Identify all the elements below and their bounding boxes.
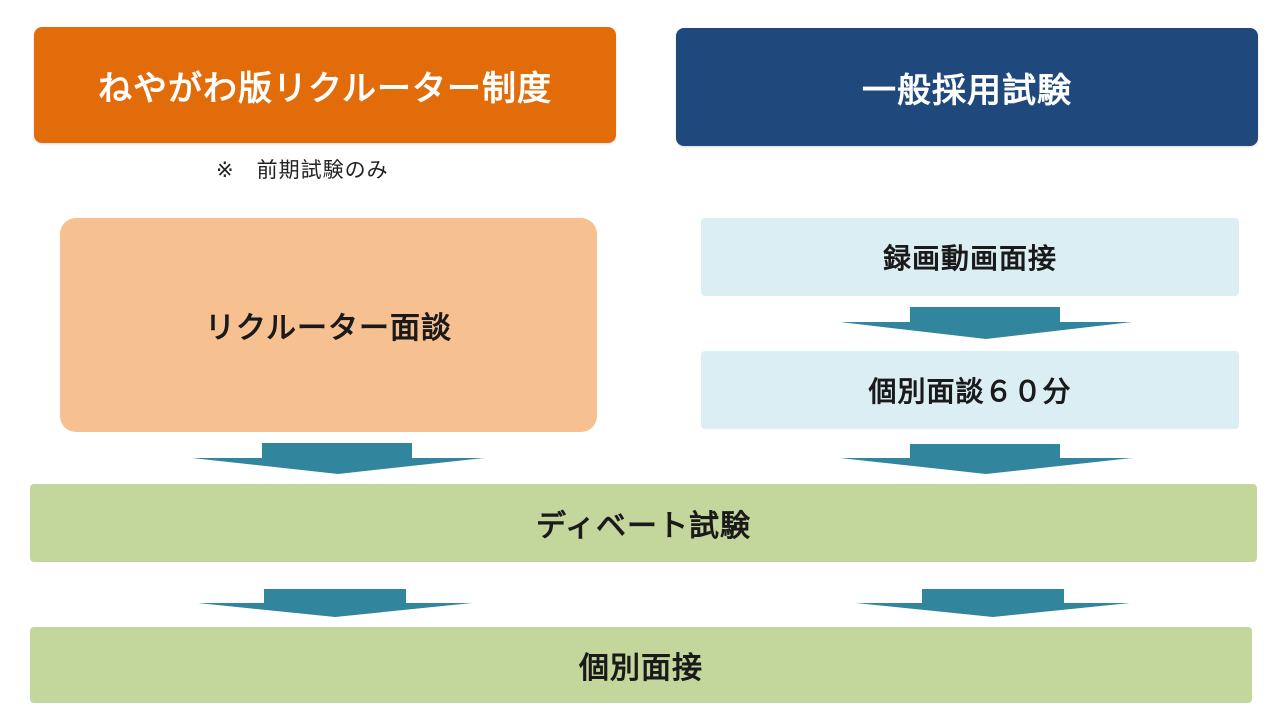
arrow-debate-to-final-left (198, 589, 472, 617)
arrow-recruiter-to-debate (192, 443, 484, 474)
arrow-video-to-talk (840, 307, 1132, 339)
first-term-note: ※ 前期試験のみ (216, 158, 389, 182)
individual-talk-box: 個別面談６０分 (701, 351, 1239, 429)
recruiter-system-header: ねやがわ版リクルーター制度 (34, 27, 616, 143)
recruiter-interview-box: リクルーター面談 (60, 218, 597, 432)
individual-interview-box: 個別面接 (30, 627, 1252, 703)
video-interview-box: 録画動画面接 (701, 218, 1239, 296)
arrow-talk-to-debate (840, 444, 1132, 474)
arrow-debate-to-final-right (856, 589, 1130, 617)
general-exam-header: 一般採用試験 (676, 28, 1258, 146)
debate-exam-box: ディベート試験 (30, 484, 1257, 562)
